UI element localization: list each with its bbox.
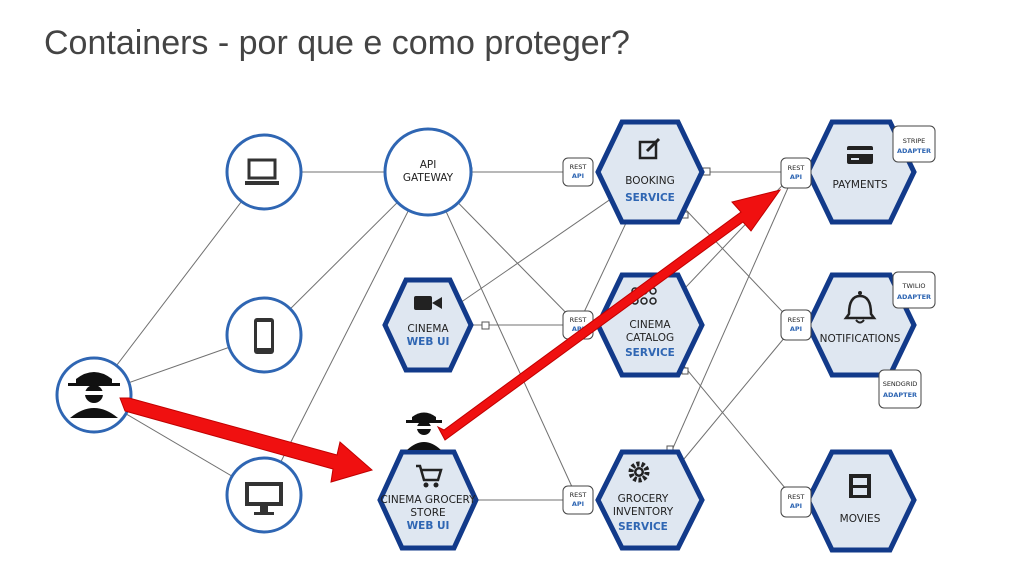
rest-api-inventory[interactable]: REST API [562, 485, 594, 515]
rest-api-label: API [790, 325, 802, 333]
booking-line2: SERVICE [625, 192, 675, 204]
catalog-line3: SERVICE [625, 347, 675, 359]
client-laptop[interactable] [225, 133, 303, 211]
rest-api-label: API [790, 173, 802, 181]
laptop-icon [245, 158, 279, 185]
inventory-line1: GROCERY [618, 493, 669, 505]
rest-api-notifications[interactable]: REST API [780, 309, 812, 341]
rest-api-booking[interactable]: REST API [562, 157, 594, 187]
rest-api-label: API [790, 502, 802, 510]
booking-line1: BOOKING [625, 175, 675, 187]
rest-api-label: REST [570, 491, 587, 499]
film-strip-icon [849, 474, 871, 498]
rest-api-label: API [572, 325, 584, 333]
rest-api-payments[interactable]: REST API [780, 157, 812, 189]
api-gateway-line1: API [420, 159, 437, 171]
monitor-icon [245, 482, 283, 515]
inventory-line2: INVENTORY [613, 506, 674, 518]
spy-icon [406, 412, 442, 450]
cart-icon [416, 464, 443, 488]
inventory-line3: SERVICE [618, 521, 668, 533]
rest-api-label: API [572, 172, 584, 180]
attack-arrow-to-store [119, 397, 374, 483]
booking-service-node[interactable]: BOOKING SERVICE [595, 119, 705, 225]
rest-api-movies[interactable]: REST API [780, 486, 812, 518]
client-smartphone[interactable] [225, 296, 303, 374]
movies-node[interactable]: MOVIES [805, 449, 917, 553]
cinema-web-ui-line1: CINEMA [407, 323, 449, 335]
credit-card-icon [847, 146, 873, 164]
slide-title: Containers - por que e como proteger? [44, 24, 630, 62]
rest-api-label: REST [570, 163, 587, 171]
rest-api-label: REST [788, 164, 805, 172]
video-camera-icon [414, 296, 442, 310]
stripe-adapter[interactable]: STRIPE ADAPTER [892, 125, 936, 163]
attacker-node[interactable] [55, 356, 133, 434]
rest-api-label: REST [788, 316, 805, 324]
stripe-adapter-line1: STRIPE [903, 137, 926, 145]
sendgrid-adapter-line1: SENDGRID [883, 380, 918, 388]
inventory-service-node[interactable]: GROCERY INVENTORY SERVICE [595, 449, 705, 551]
notifications-node[interactable]: NOTIFICATIONS [805, 272, 917, 378]
rest-api-label: API [572, 500, 584, 508]
payments-line1: PAYMENTS [832, 179, 887, 191]
smartphone-icon [254, 318, 274, 354]
cinema-web-ui-node[interactable]: CINEMA WEB UI [382, 277, 474, 373]
catalog-line2: CATALOG [626, 332, 674, 344]
rest-api-label: REST [788, 493, 805, 501]
grocery-store-line2: STORE [410, 507, 445, 519]
rest-api-label: REST [570, 316, 587, 324]
catalog-line1: CINEMA [629, 319, 671, 331]
grocery-store-node[interactable]: CINEMA GROCERY STORE WEB UI [377, 449, 479, 551]
notifications-line1: NOTIFICATIONS [820, 333, 901, 345]
bell-icon [843, 291, 877, 324]
twilio-adapter-line1: TWILIO [902, 282, 926, 290]
cinema-web-ui-line2: WEB UI [407, 336, 450, 348]
edit-icon [638, 137, 661, 160]
sendgrid-adapter[interactable]: SENDGRID ADAPTER [878, 369, 922, 409]
payments-node[interactable]: PAYMENTS [805, 119, 917, 225]
sendgrid-adapter-line2: ADAPTER [883, 391, 917, 399]
twilio-adapter[interactable]: TWILIO ADAPTER [892, 271, 936, 309]
api-gateway-line2: GATEWAY [403, 172, 454, 184]
grocery-store-line1: CINEMA GROCERY [380, 494, 476, 506]
stripe-adapter-line2: ADAPTER [897, 147, 931, 155]
gear-icon [628, 461, 650, 483]
movies-line1: MOVIES [840, 513, 881, 525]
api-gateway-node[interactable]: API GATEWAY [383, 127, 473, 217]
twilio-adapter-line2: ADAPTER [897, 293, 931, 301]
client-desktop[interactable] [225, 456, 303, 534]
spy-icon [68, 372, 120, 418]
attack-arrow-to-payments [436, 189, 782, 441]
grocery-store-line3: WEB UI [407, 520, 450, 532]
